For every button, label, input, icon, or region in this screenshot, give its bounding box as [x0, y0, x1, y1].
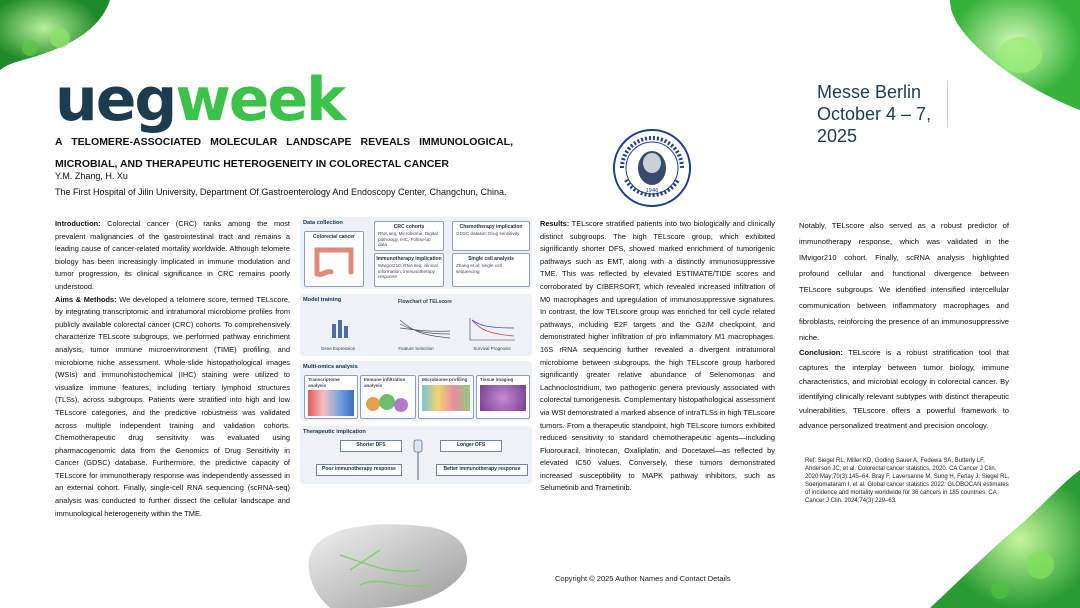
conclusion-heading: Conclusion:	[799, 348, 843, 357]
methods-heading: Aims & Methods:	[55, 294, 117, 304]
green-decoration-bottom-right	[930, 470, 1080, 608]
colon-icon	[314, 247, 354, 277]
flowchart-of-telscore-title: Flowchart of TELscore	[398, 299, 452, 305]
ueg-week-logo: uegweek	[55, 65, 346, 135]
iv-drip-icon	[413, 439, 423, 480]
model-training-panel: Model training Flowchart of TELscore Gen…	[300, 294, 532, 356]
data-collection-panel: Data collection Colorectal cancer CRC co…	[300, 217, 532, 289]
multi-omics-panel: Multi-omics analysis Transcriptome analy…	[300, 361, 532, 421]
tissue-imaging-box: Tissue imaging	[476, 375, 530, 419]
methods-paragraph: Aims & Methods: We developed a telomere …	[55, 294, 290, 521]
multi-omics-title: Multi-omics analysis	[303, 364, 358, 370]
gene-expression-label: Gene Expression	[320, 346, 356, 351]
references: Ref: Siegel RL, Miller KD, Goding Sauer …	[805, 458, 1010, 504]
results-column: Results: TELscore stratified patients in…	[540, 218, 775, 495]
conclusion-paragraph: Conclusion: TELscore is a robust stratif…	[799, 346, 1009, 433]
introduction-methods-column: Introduction: Colorectal cancer (CRC) ra…	[55, 218, 290, 520]
title-line-1: A TELOMERE-ASSOCIATED MOLECULAR LANDSCAP…	[55, 136, 513, 148]
immune-infiltration-box: Immune infiltration analysis	[360, 375, 416, 419]
longer-dfs-box: Longer DFS	[440, 440, 502, 452]
green-decoration-top-right	[950, 0, 1080, 110]
crc-cohorts-box: CRC cohorts RNA seq, Microbiome, Digital…	[374, 221, 444, 251]
venue-name: Messe Berlin	[817, 82, 922, 102]
liver-illustration	[308, 524, 467, 608]
therapeutic-implication-title: Therapeutic implication	[303, 429, 366, 435]
therapeutic-implication-panel: Therapeutic implication Shorter DFS Long…	[300, 426, 532, 484]
shorter-dfs-box: Shorter DFS	[340, 440, 402, 452]
conclusion-text: TELscore is a robust stratification tool…	[799, 348, 1009, 430]
results-paragraph: Results: TELscore stratified patients in…	[540, 218, 775, 495]
study-flowchart: Data collection Colorectal cancer CRC co…	[300, 217, 532, 484]
introduction-heading: Introduction:	[55, 219, 101, 228]
event-dates: October 4 – 7, 2025	[817, 104, 932, 146]
colorectal-cancer-box: Colorectal cancer	[304, 231, 364, 287]
results-text: TELscore stratified patients into two bi…	[540, 219, 775, 493]
copyright-notice: Copyright © 2025 Author Names and Contac…	[555, 574, 731, 583]
hospital-seal-logo: 1946	[613, 129, 691, 207]
data-collection-title: Data collection	[303, 220, 343, 226]
introduction-text: Colorectal cancer (CRC) ranks among the …	[55, 219, 290, 291]
introduction-paragraph: Introduction: Colorectal cancer (CRC) ra…	[55, 218, 290, 294]
microbiome-profiling-box: Microbiome profiling	[418, 375, 474, 419]
poster-title: A TELOMERE-ASSOCIATED MOLECULAR LANDSCAP…	[55, 131, 513, 175]
feature-selection-label: Feature Selection	[398, 346, 434, 351]
authors: Y.M. Zhang, H. Xu	[55, 171, 128, 181]
poor-immunotherapy-response-box: Poor immunotherapy response	[316, 464, 402, 476]
model-training-graphics	[332, 318, 515, 341]
venue-date: Messe Berlin October 4 – 7, 2025	[817, 81, 948, 146]
single-cell-analysis-box: Single cell analysis Zhang et al; single…	[452, 253, 530, 287]
better-immunotherapy-response-box: Better immunotherapy response	[436, 464, 528, 476]
survival-prognosis-label: Survival Prognosis	[473, 346, 511, 351]
chemotherapy-implication-box: Chemotherapy implication GDSC dataset; D…	[452, 221, 530, 251]
green-decoration-top-left	[0, 0, 110, 70]
methods-text: We developed a telomere score, termed TE…	[55, 294, 290, 518]
model-training-title: Model training	[303, 297, 342, 303]
transcriptome-analysis-box: Transcriptome analysis	[304, 375, 358, 419]
results-continued-paragraph: Notably, TELscore also served as a robus…	[799, 221, 1009, 342]
results-heading: Results:	[540, 219, 570, 228]
conclusion-column: Notably, TELscore also served as a robus…	[799, 218, 1009, 433]
affiliation: The First Hospital of Jilin University, …	[55, 187, 507, 197]
seal-year: 1946	[646, 188, 659, 194]
title-line-2: MICROBIAL, AND THERAPEUTIC HETEROGENEITY…	[55, 158, 449, 170]
immunotherapy-implication-box: Immunotherapy implication IMvigor210; RN…	[374, 253, 444, 287]
